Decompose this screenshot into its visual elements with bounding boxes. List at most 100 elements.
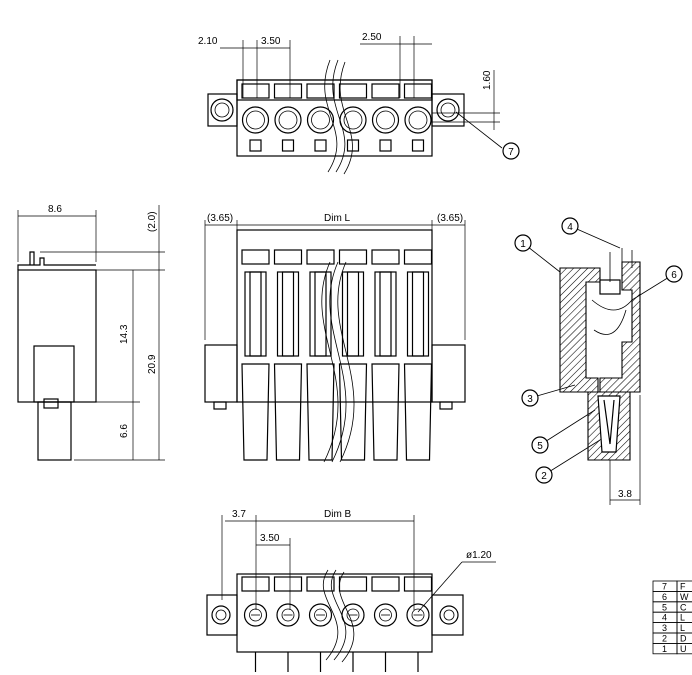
top-view: 2.10 3.50 2.50 1.60 7 xyxy=(198,32,520,175)
bottom-pole-tab xyxy=(306,576,335,592)
front-pole-tab xyxy=(241,249,270,265)
parts-row-num: 1 xyxy=(662,644,667,654)
callout-label-6: 6 xyxy=(671,270,677,281)
parts-row-num: 7 xyxy=(662,582,667,592)
top-pole-inner xyxy=(376,110,395,130)
top-pole-opening xyxy=(371,106,400,134)
front-pole-slot xyxy=(379,271,392,357)
dim-height: 1.60 xyxy=(482,70,493,90)
front-pole-frame xyxy=(276,271,300,357)
top-pole-inner xyxy=(343,110,363,130)
parts-row-text: L xyxy=(680,623,685,633)
top-pole-square xyxy=(314,139,327,152)
callout-circle-5 xyxy=(531,436,549,454)
bottom-pole-inner xyxy=(379,608,392,622)
top-pole-tab xyxy=(403,83,433,99)
front-pole-slot xyxy=(411,271,425,357)
dim-hole: ø1.20 xyxy=(466,550,492,561)
bottom-pole-hole xyxy=(406,603,430,627)
bottom-pole-inner xyxy=(346,608,360,622)
dim-b: Dim B xyxy=(324,509,352,520)
top-pole-opening xyxy=(404,106,432,134)
bottom-pole-hole xyxy=(276,603,300,627)
dim-top-gap: (2.0) xyxy=(147,211,158,232)
callout-leader-2 xyxy=(543,439,601,476)
callout-label-4: 4 xyxy=(567,222,573,233)
callout-label-3: 3 xyxy=(527,394,533,405)
parts-row-num: 6 xyxy=(662,592,667,602)
bottom-pole-inner xyxy=(249,608,262,622)
callout-circle-2 xyxy=(535,466,553,484)
parts-row-num: 2 xyxy=(662,634,667,644)
top-pole-opening xyxy=(241,106,270,134)
front-pole-tab xyxy=(306,249,335,265)
callout-circle-6 xyxy=(665,265,683,283)
bottom-pole-inner xyxy=(281,608,295,622)
top-pole-square xyxy=(411,139,425,152)
front-pole-lever xyxy=(273,363,303,461)
bottom-pole-hole xyxy=(373,603,398,627)
callout-circle-1 xyxy=(514,234,532,252)
parts-row-text: F xyxy=(680,582,686,592)
bottom-pole-tab xyxy=(371,576,400,592)
dim-width: 3.8 xyxy=(618,489,632,500)
front-pole-tab xyxy=(371,249,400,265)
dim-depth: 8.6 xyxy=(48,204,62,215)
callout-leader-4 xyxy=(569,225,621,249)
front-pole-tab xyxy=(338,249,368,265)
top-pole-opening xyxy=(306,106,335,134)
dim-pitch-bottom: 3.50 xyxy=(260,533,280,544)
dim-bottom: 6.6 xyxy=(119,424,130,438)
top-pole-tab xyxy=(338,83,368,99)
front-pole-slot xyxy=(346,271,360,357)
dim-right: (3.65) xyxy=(437,213,463,224)
dim-pitch: 3.50 xyxy=(261,36,281,47)
dim-pitch-offset: 2.10 xyxy=(198,36,218,47)
parts-row-text: D xyxy=(680,634,687,644)
parts-row-num: 4 xyxy=(662,613,667,623)
bottom-pole-hole xyxy=(243,603,268,627)
dim-length: Dim L xyxy=(324,213,351,224)
front-pole-frame xyxy=(341,271,365,357)
top-pole-tab xyxy=(306,83,335,99)
callout-leader-5 xyxy=(539,409,596,446)
callout-circle-4 xyxy=(561,217,579,235)
front-view: (3.65) Dim L (3.65) xyxy=(204,213,466,463)
front-pole-slot xyxy=(281,271,295,357)
front-pole-slot xyxy=(314,271,327,357)
side-view: 8.6 (2.0) 14.3 20.9 6.6 xyxy=(17,204,165,461)
parts-row-text: C xyxy=(680,602,687,612)
top-pole-opening xyxy=(274,106,302,134)
top-pole-square xyxy=(281,139,295,152)
bottom-pole-inner xyxy=(411,608,425,622)
callout-circle-3 xyxy=(521,389,539,407)
bottom-pole-inner xyxy=(314,608,327,622)
dim-left: (3.65) xyxy=(207,213,233,224)
front-pole-lever xyxy=(403,363,433,461)
top-pole-square xyxy=(379,139,392,152)
parts-row-num: 5 xyxy=(662,602,667,612)
front-pole-lever xyxy=(371,363,400,461)
parts-row-text: U xyxy=(680,644,687,654)
top-pole-inner xyxy=(408,110,428,130)
front-pole-lever xyxy=(338,363,368,461)
front-pole-lever xyxy=(306,363,335,461)
front-pole-frame xyxy=(309,271,332,357)
front-pole-tab xyxy=(273,249,303,265)
bottom-pole-tab xyxy=(273,576,303,592)
front-pole-frame xyxy=(406,271,430,357)
parts-row-text-cell xyxy=(676,643,692,655)
top-pole-square xyxy=(346,139,360,152)
callout-label-2: 2 xyxy=(541,471,547,482)
top-pole-inner xyxy=(246,110,265,130)
top-pole-tab xyxy=(371,83,400,99)
bottom-pole-hole xyxy=(308,603,333,627)
parts-row-text: L xyxy=(680,613,685,623)
front-pole-lever xyxy=(241,363,270,461)
dim-body: 14.3 xyxy=(119,324,130,344)
top-pole-square xyxy=(249,139,262,152)
dim-offset: 3.7 xyxy=(232,509,246,520)
